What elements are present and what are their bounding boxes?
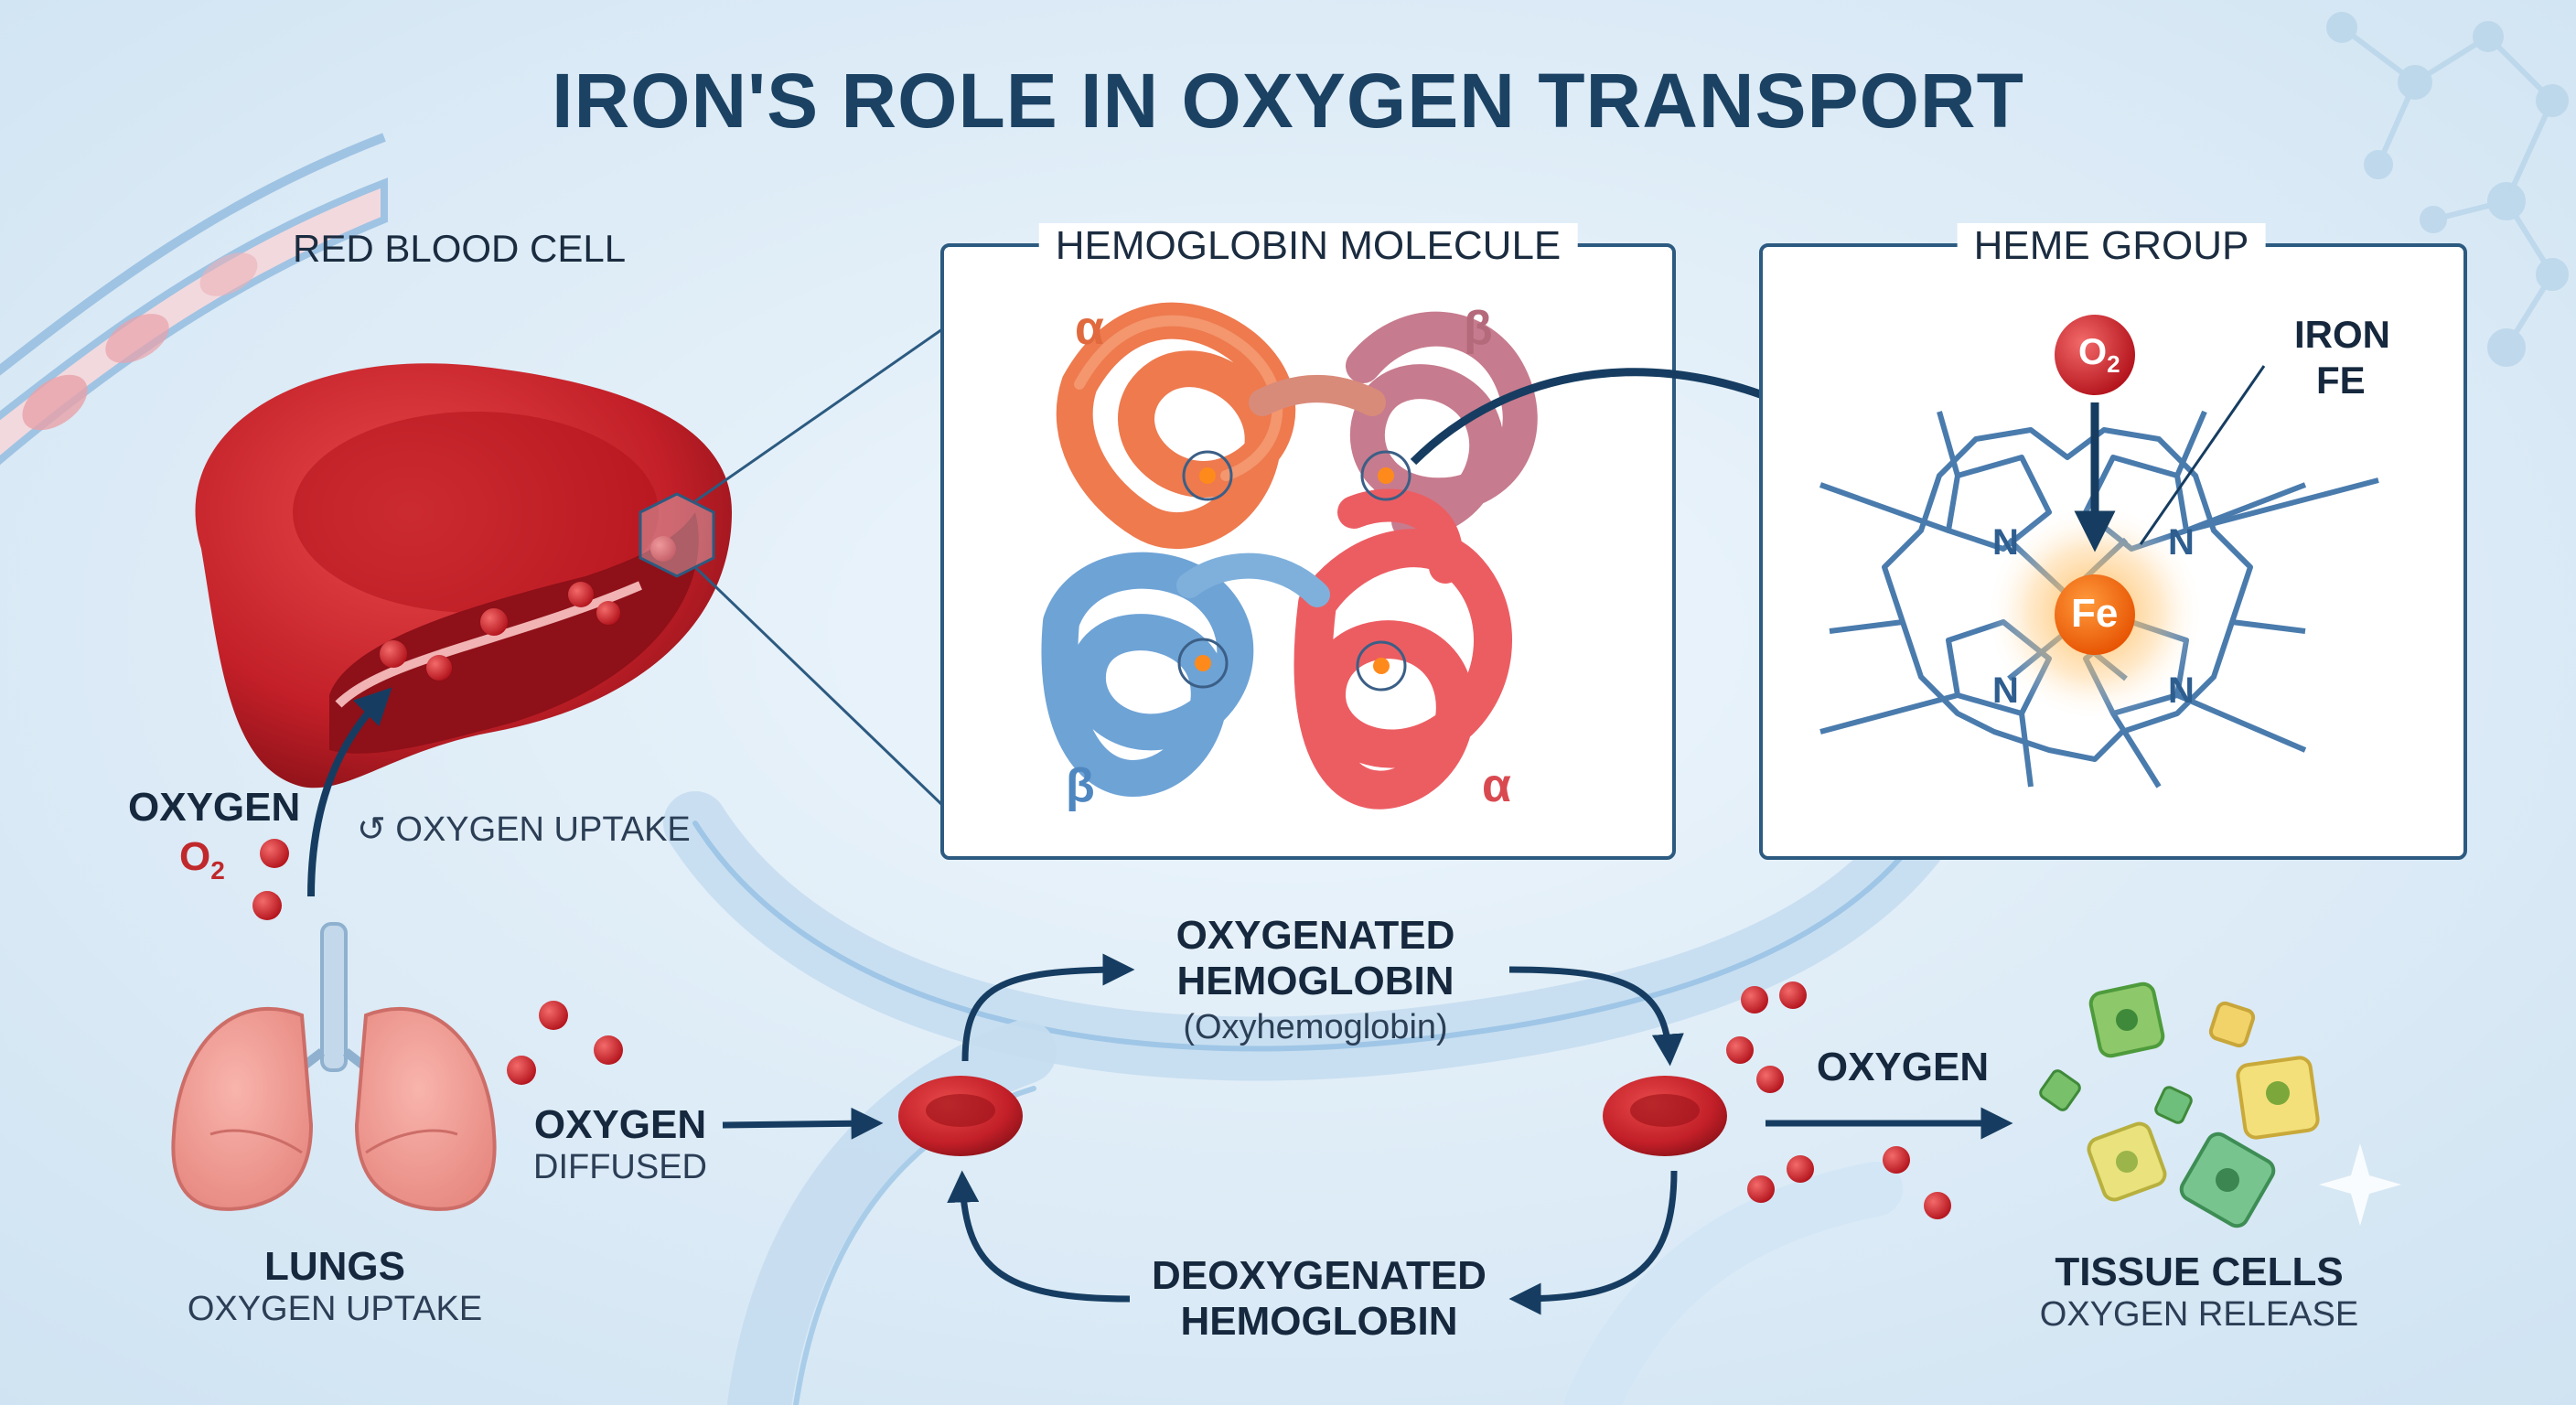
page-title: IRON'S ROLE IN OXYGEN TRANSPORT xyxy=(552,58,2024,144)
oxygen-molecules-right xyxy=(1726,981,1951,1219)
nitrogen-label-tl: N xyxy=(1992,522,2019,563)
o2-label-left: O2 xyxy=(179,834,225,885)
red-blood-cell-label: RED BLOOD CELL xyxy=(293,227,627,270)
cycle-rbc-left xyxy=(898,1076,1023,1156)
tissue-cells-illustration xyxy=(2039,981,2320,1228)
hemoglobin-panel xyxy=(940,243,1676,860)
fe-atom-text: Fe xyxy=(2071,591,2119,636)
deoxygenated-label-1: DEOXYGENATED xyxy=(1152,1253,1487,1298)
oxygen-badge xyxy=(2055,315,2135,395)
nitrogen-label-tr: N xyxy=(2168,522,2195,563)
circulation-arcs xyxy=(663,773,1971,1405)
oxygen-label-left: OXYGEN xyxy=(128,785,301,830)
blood-vessel-decoration xyxy=(0,133,388,466)
beta-chain-label-top: β xyxy=(1464,302,1493,355)
cycle-rbc-right xyxy=(1603,1076,1727,1156)
oxygen-uptake-label: ↺ OXYGEN UPTAKE xyxy=(357,810,691,849)
lungs-illustration xyxy=(171,922,497,1211)
heme-sites xyxy=(1177,450,1411,692)
alpha-chain-label-top: α xyxy=(1075,302,1104,355)
iron-atom xyxy=(2055,574,2135,655)
oxygenated-label-2: HEMOGLOBIN xyxy=(1176,959,1454,1003)
iron-label: IRON xyxy=(2294,313,2390,356)
arrow-zoom-heme xyxy=(1410,368,1831,466)
deoxygenated-label-2: HEMOGLOBIN xyxy=(1180,1299,1458,1344)
nitrogen-label-br: N xyxy=(2168,670,2195,711)
nitrogen-label-bl: N xyxy=(1992,670,2019,711)
oxygen-diffused-label: OXYGEN xyxy=(533,1102,707,1147)
alpha-chain-label-bottom: α xyxy=(1482,759,1511,812)
heme-panel-title: HEME GROUP xyxy=(1957,223,2266,270)
oxyhemoglobin-label: (Oxyhemoglobin) xyxy=(1183,1008,1448,1046)
tissue-cells-sublabel: OXYGEN RELEASE xyxy=(2039,1295,2359,1334)
iron-callout-line xyxy=(2139,365,2266,545)
tissue-cells-label: TISSUE CELLS xyxy=(2055,1249,2344,1294)
fe-label: FE xyxy=(2316,359,2366,402)
oxygenated-label-1: OXYGENATED xyxy=(1175,913,1455,958)
lungs-sublabel: OXYGEN UPTAKE xyxy=(187,1290,483,1328)
red-blood-cell-illustration xyxy=(195,327,944,897)
diffused-label: DIFFUSED xyxy=(533,1148,707,1186)
molecule-network-decoration xyxy=(2326,12,2569,367)
lungs-label: LUNGS xyxy=(264,1244,405,1289)
oxygen-label-right: OXYGEN xyxy=(1816,1045,1990,1089)
arrow-diffusion xyxy=(722,1107,884,1140)
o2-badge-text: O2 xyxy=(2078,332,2120,378)
cycle-arrows xyxy=(947,953,2013,1315)
sparkle-icon xyxy=(2319,1143,2401,1226)
hemoglobin-panel-title: HEMOGLOBIN MOLECULE xyxy=(1038,223,1578,270)
oxygen-molecules-left xyxy=(252,839,623,1085)
beta-chain-label-bottom: β xyxy=(1066,759,1095,812)
